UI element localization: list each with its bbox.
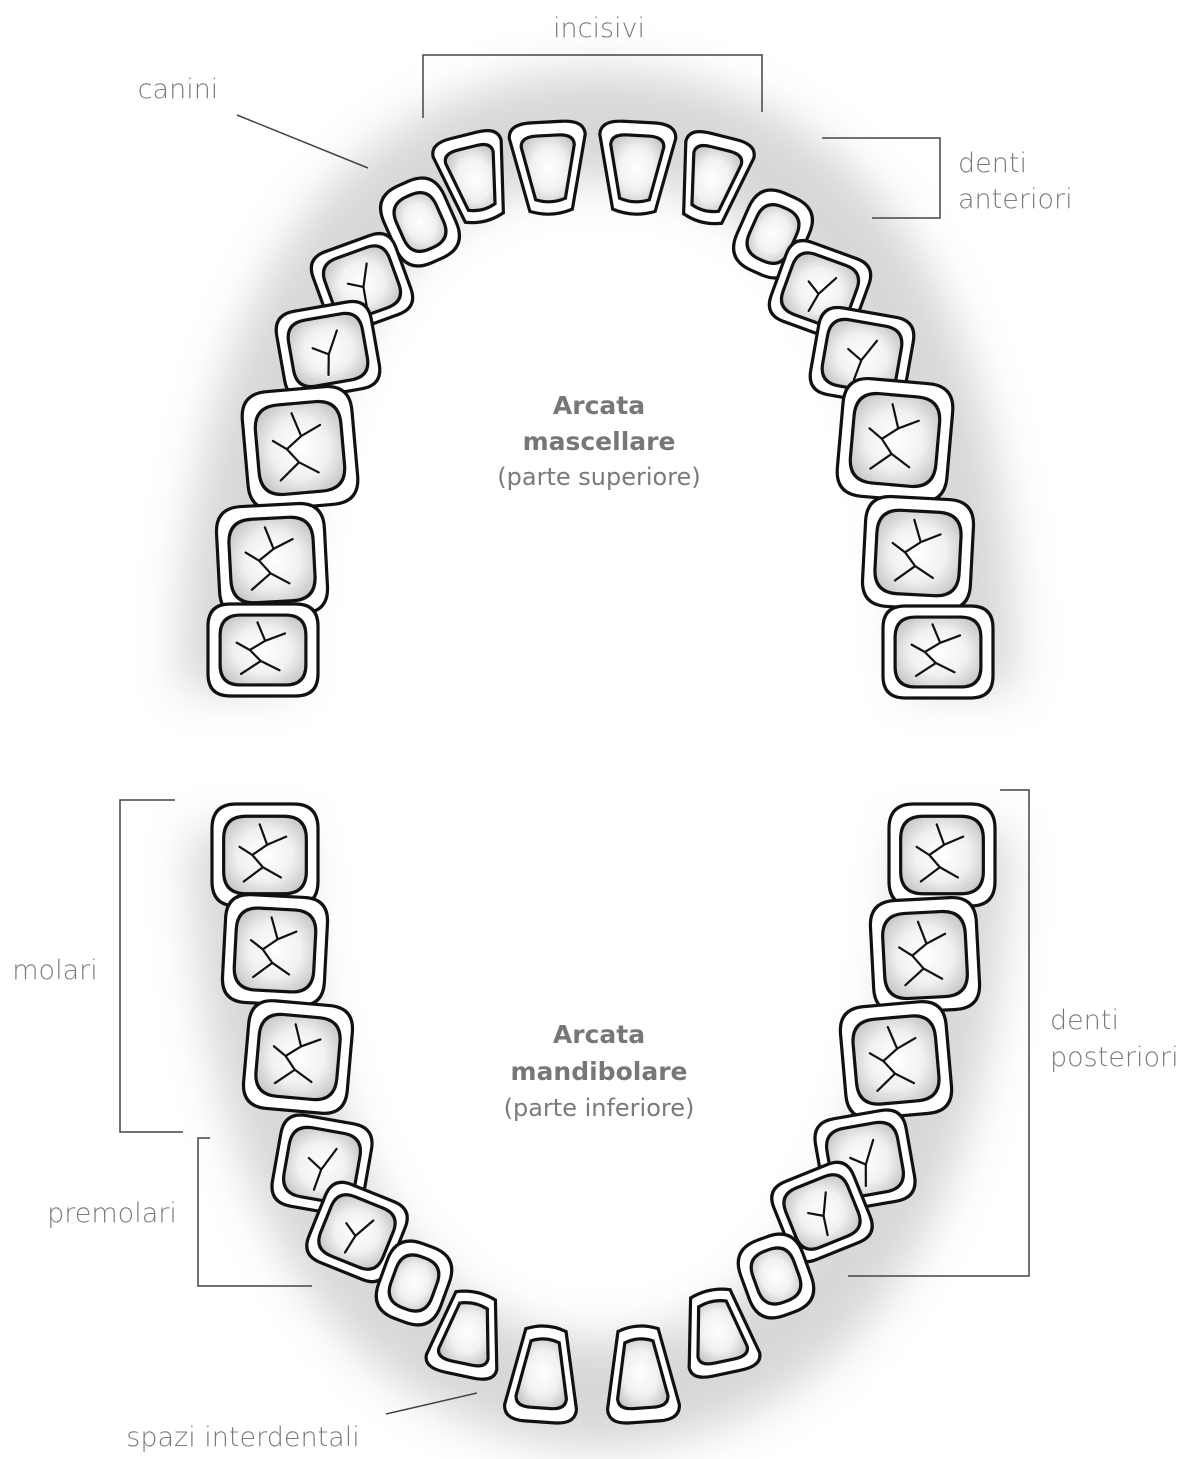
label-denti-posteriori-line1: denti (1050, 1005, 1119, 1036)
tooth-crown (285, 311, 370, 390)
tooth-crown (253, 400, 346, 497)
tooth-crown (254, 1013, 342, 1102)
label-incisivi: incisivi (553, 13, 645, 44)
label-spazi-interdentali: spazi interdentali (126, 1422, 359, 1453)
upper-tooth-molar (215, 502, 329, 618)
lower-arch-subtitle: (parte inferiore) (504, 1094, 695, 1122)
tooth-crown (895, 617, 981, 687)
upper-arch-title-line1: Arcata (553, 391, 645, 420)
tooth-crown (851, 1014, 941, 1106)
upper-tooth-molar (240, 384, 360, 511)
lower-tooth-molar (212, 804, 318, 906)
tooth-crown (233, 907, 317, 993)
molari-bracket (120, 800, 183, 1132)
tooth-crown (881, 910, 968, 999)
lower-tooth-molar (838, 1000, 953, 1121)
label-molari: molari (12, 955, 97, 986)
labels: incisivi canini denti anteriori molari p… (12, 13, 1178, 1453)
lower-arch-title-line2: mandibolare (511, 1057, 688, 1086)
upper-tooth-incisor (509, 120, 590, 216)
tooth-crown (220, 615, 306, 685)
upper-tooth-molar (883, 606, 993, 698)
label-denti-posteriori-line2: posteriori (1050, 1042, 1179, 1073)
tooth-crown (874, 509, 962, 597)
tooth-crown (228, 516, 316, 604)
lower-tooth-molar (889, 804, 995, 906)
tooth-crown (224, 816, 307, 894)
upper-tooth-molar (835, 376, 955, 503)
upper-arch-title-line2: mascellare (523, 427, 676, 456)
label-canini: canini (138, 74, 219, 105)
upper-tooth-molar (208, 604, 318, 696)
lower-tooth-molar (869, 896, 981, 1013)
upper-tooth-molar (861, 495, 975, 611)
lower-tooth-molar (221, 893, 329, 1006)
lower-tooth-molar (241, 999, 354, 1116)
label-premolari: premolari (47, 1198, 177, 1229)
lower-arch-title-line1: Arcata (553, 1020, 645, 1049)
canini-leader (237, 115, 368, 168)
tooth-crown (901, 816, 984, 894)
upper-arch-subtitle: (parte superiore) (497, 463, 700, 491)
tooth-crown (848, 392, 941, 489)
upper-tooth-incisor (596, 120, 677, 216)
label-denti-anteriori-line2: anteriori (958, 184, 1073, 215)
label-denti-anteriori-line1: denti (958, 148, 1027, 179)
